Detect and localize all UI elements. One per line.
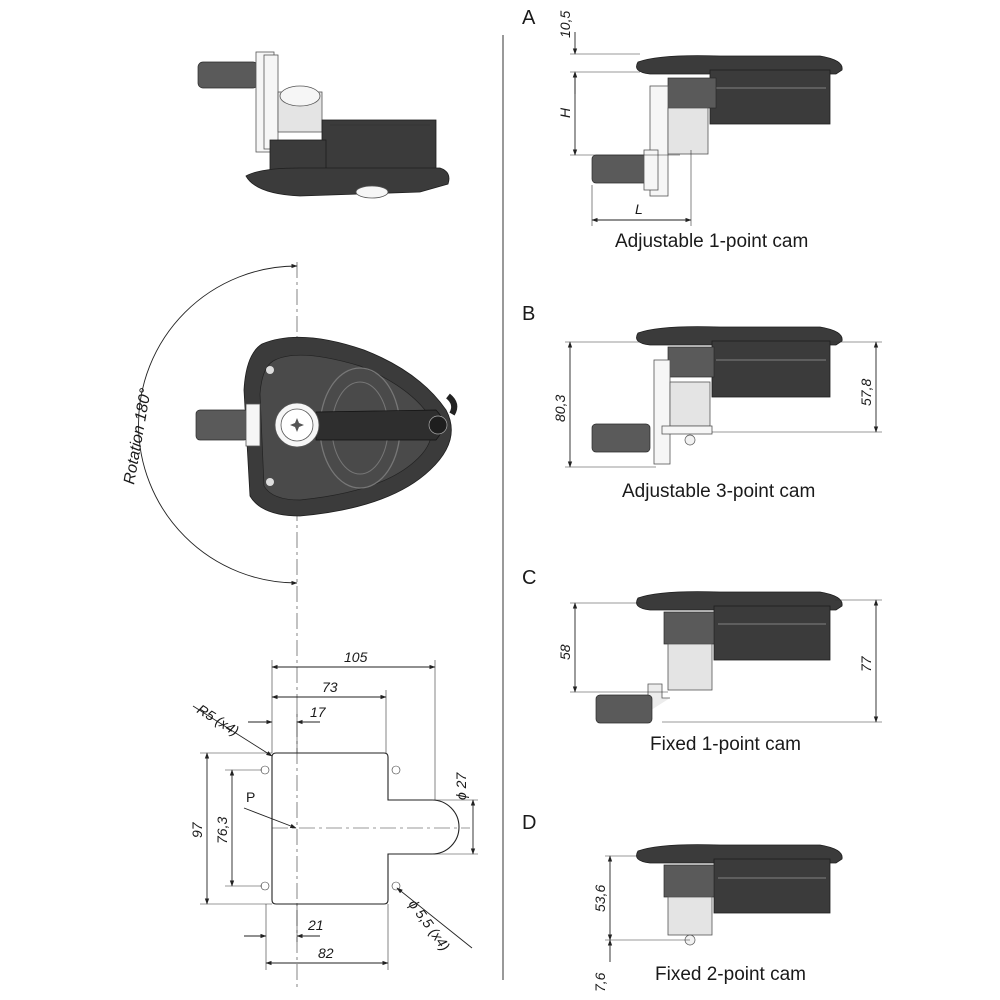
dim-76-3: 76,3 (214, 817, 230, 844)
dim-5-5: ϕ 5,5 (x4) (406, 896, 454, 953)
lock-top-view (195, 262, 458, 990)
variant-d-drawing (636, 844, 843, 946)
dim-97: 97 (189, 821, 205, 838)
variant-c-drawing (595, 591, 843, 724)
variant-b-drawing (591, 326, 843, 465)
dim-73: 73 (322, 679, 338, 695)
rotation-arc (138, 263, 298, 586)
dim-c-77: 77 (858, 655, 874, 672)
dim-d-7-6: 7,6 (592, 972, 608, 992)
variant-d-letter: D (522, 812, 536, 834)
variant-a-letter: A (522, 7, 536, 29)
label-p: P (246, 789, 255, 805)
dim-a-h: H (557, 107, 573, 118)
dim-r5: R5 (x4) (194, 701, 241, 739)
dim-c-58: 58 (557, 644, 573, 660)
dim-a-l: L (635, 201, 643, 217)
variant-d-caption: Fixed 2-point cam (655, 964, 806, 985)
dim-27: ϕ 27 (453, 772, 469, 800)
dim-82: 82 (318, 945, 334, 961)
dim-b-80-3: 80,3 (552, 395, 568, 422)
dim-21: 21 (307, 917, 324, 933)
dim-a-10-5: 10,5 (557, 11, 573, 38)
lock-side-view (197, 51, 450, 199)
variant-c-caption: Fixed 1-point cam (650, 734, 801, 755)
variant-b-letter: B (522, 303, 535, 325)
dim-105: 105 (344, 649, 368, 665)
dim-17: 17 (310, 704, 327, 720)
variant-a-caption: Adjustable 1-point cam (615, 231, 808, 252)
dim-b-57-8: 57,8 (858, 379, 874, 406)
dim-d-53-6: 53,6 (592, 885, 608, 912)
variant-c-letter: C (522, 567, 536, 589)
variant-a-drawing (591, 55, 843, 197)
variant-b-caption: Adjustable 3-point cam (622, 481, 815, 502)
rotation-label: Rotation 180° (121, 386, 155, 485)
